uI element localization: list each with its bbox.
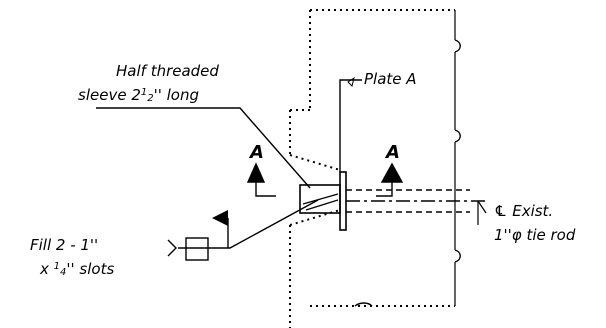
fill-fraction-num: 1 (53, 261, 61, 272)
section-marker-a-left (246, 162, 276, 197)
wall-outline (289, 9, 455, 328)
sleeve-fraction-den: 2 (147, 93, 154, 104)
tie-rod (346, 189, 470, 213)
break-symbol-low (454, 249, 461, 263)
plate-a-label: Plate A (364, 70, 417, 88)
half-threaded-label: Half threaded (116, 64, 219, 79)
section-a-left-letter: A (250, 142, 264, 163)
sleeve-hatch (302, 193, 339, 211)
fill-symbol-box (185, 237, 209, 261)
fill-fraction-den: 4 (60, 267, 67, 278)
sleeve-fraction-num: 1 (140, 87, 148, 98)
plate-a (339, 171, 347, 231)
sleeve-length-text: sleeve 2 (78, 86, 141, 104)
leader-sleeve (96, 107, 311, 189)
fill-arrow (167, 239, 177, 257)
fill-slot-unit: '' slots (66, 260, 115, 278)
centerline-tick (477, 200, 487, 225)
break-symbol-bottom (354, 302, 373, 307)
break-symbol-top (454, 39, 461, 53)
section-marker-a-right (376, 162, 404, 197)
section-a-right-letter: A (386, 142, 400, 163)
sleeve-length-unit: '' long (153, 86, 199, 104)
fill-slot-prefix: x (40, 260, 54, 278)
weld-flag (212, 210, 228, 226)
aggregate-mark (347, 76, 355, 87)
fill-label-line2: x 14'' slots (40, 262, 114, 278)
centerline-label: ℄ Exist. (494, 202, 554, 220)
half-threaded-line1: Half threaded (116, 62, 219, 80)
wall-recess (289, 154, 341, 226)
tie-rod-label: 1''φ tie rod (494, 226, 576, 244)
leader-plate (339, 79, 362, 172)
sleeve-length-label: sleeve 212'' long (78, 88, 199, 104)
fill-label-line1: Fill 2 - 1'' (30, 236, 99, 254)
weld-leader (178, 199, 319, 249)
break-symbol-mid (454, 129, 461, 143)
